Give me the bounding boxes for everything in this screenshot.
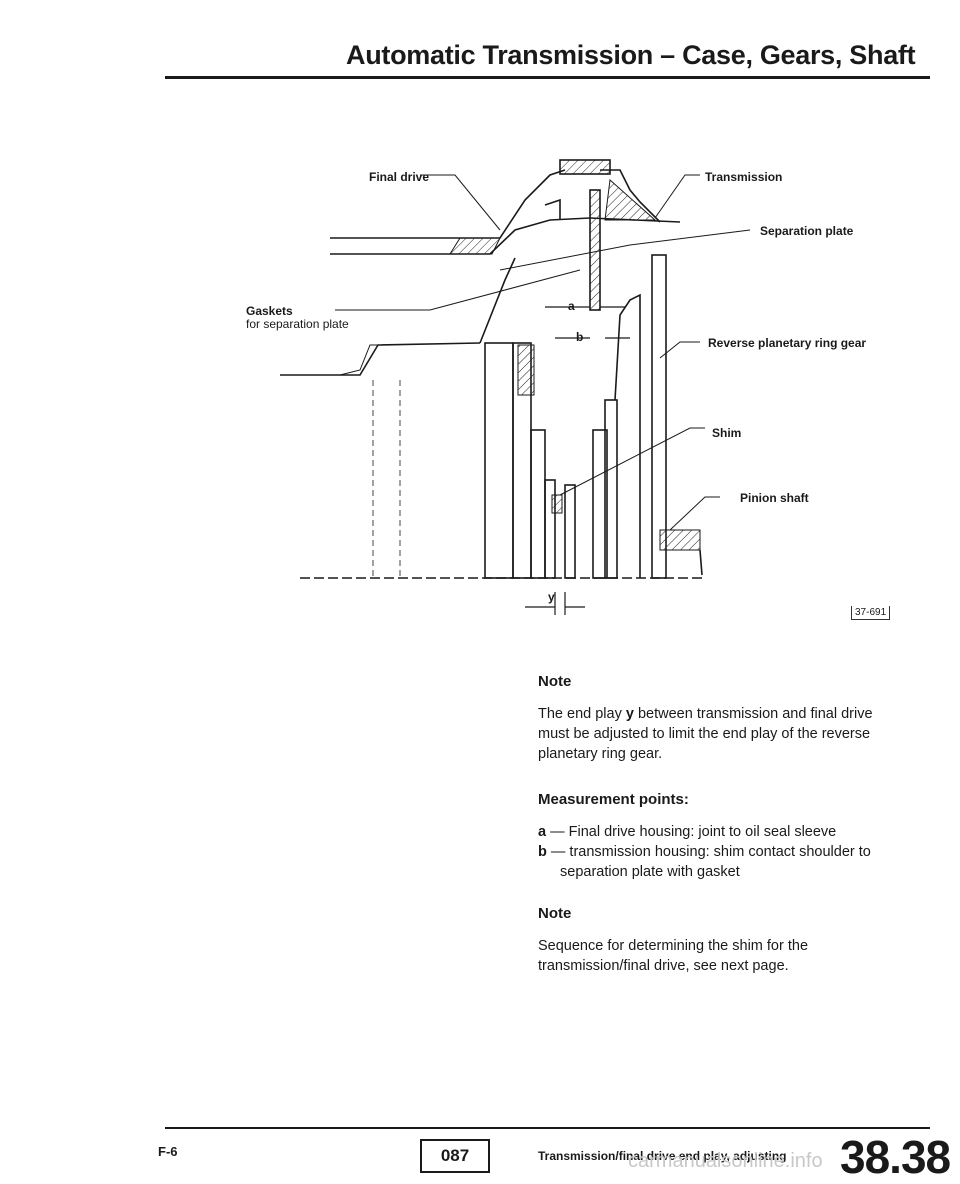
dim-label-b: b — [576, 330, 584, 344]
footer-rule — [165, 1127, 930, 1129]
label-pinion-shaft: Pinion shaft — [740, 491, 809, 505]
label-gaskets-sub: for separation plate — [246, 317, 349, 331]
section-number: 38.38 — [840, 1131, 951, 1183]
note-heading: Note — [538, 673, 572, 690]
end-play-symbol: y — [625, 706, 634, 722]
note-section-1: Note The end play y between transmission… — [538, 672, 878, 764]
measurement-item-b: b — transmission housing: shim contact s… — [538, 844, 871, 880]
note-heading-2: Note — [538, 905, 572, 922]
footer-caption: Transmission/final drive end play, adjus… — [538, 1149, 787, 1163]
page-title: Automatic Transmission – Case, Gears, Sh… — [346, 40, 916, 70]
figure-reference: 37-691 — [851, 606, 891, 620]
note-text-2: Sequence for determining the shim for th… — [538, 938, 809, 974]
technical-drawing — [280, 159, 751, 615]
watermark: carmanualsonline.info — [628, 1150, 823, 1172]
label-separation-plate: Separation plate — [760, 224, 854, 238]
measurement-item-a: a — Final drive housing: joint to oil se… — [538, 824, 837, 840]
label-final-drive: Final drive — [369, 170, 430, 184]
page-number: 087 — [420, 1139, 490, 1173]
dim-label-a: a — [568, 299, 575, 313]
dim-label-y: y — [548, 590, 555, 604]
label-shim: Shim — [712, 426, 742, 440]
header-rule — [165, 76, 930, 79]
label-transmission: Transmission — [705, 170, 783, 184]
measurement-section: Measurement points: a — Final drive hous… — [538, 790, 878, 882]
label-gaskets: Gaskets — [246, 304, 293, 318]
note-section-2: Note Sequence for determining the shim f… — [538, 904, 878, 976]
measurement-heading: Measurement points: — [538, 791, 689, 808]
note-text: The end play y between transmission and … — [538, 706, 873, 762]
page-code: F-6 — [158, 1144, 178, 1159]
label-reverse-ring-gear: Reverse planetary ring gear — [708, 336, 867, 350]
